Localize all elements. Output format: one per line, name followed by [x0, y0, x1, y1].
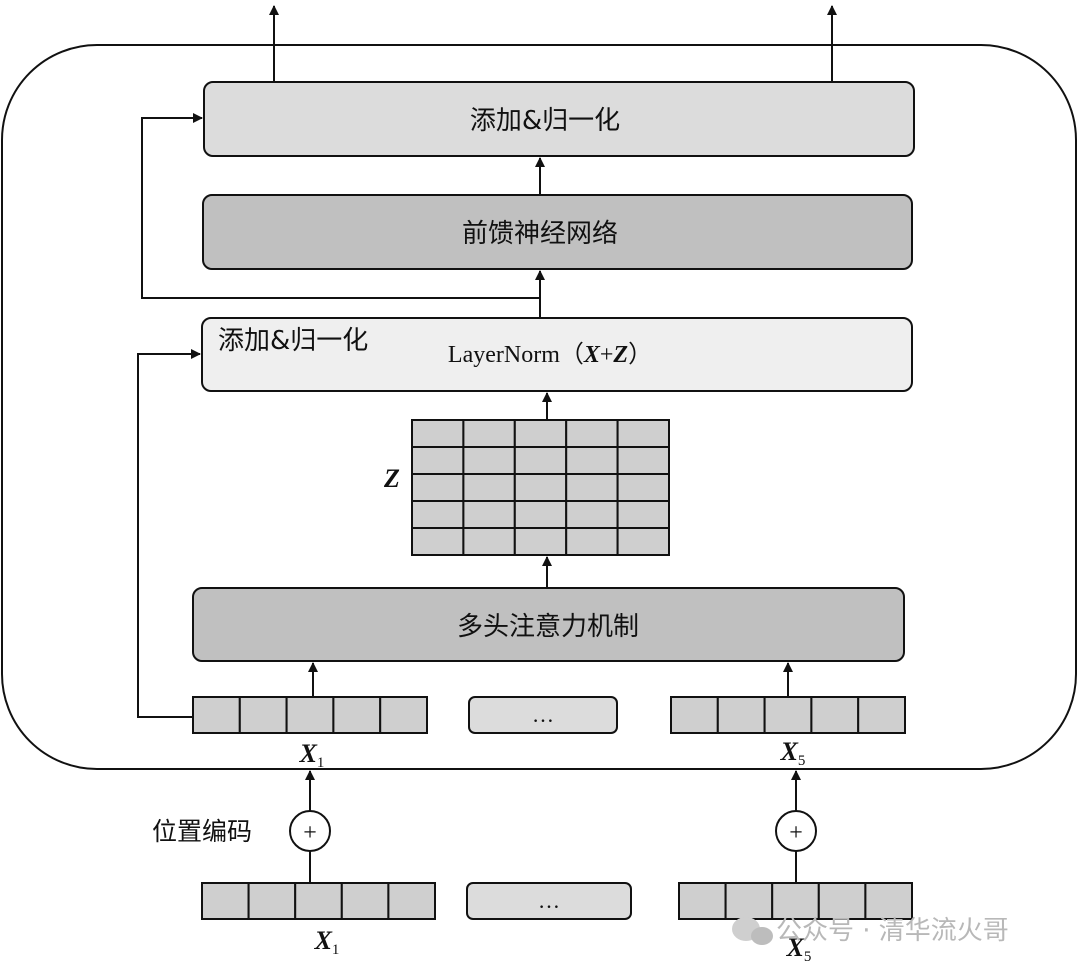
z-matrix-cell [565, 419, 619, 448]
vector-cell [238, 696, 288, 734]
add-norm-top-label: 添加&归一化 [470, 106, 620, 136]
z-matrix-cell [565, 473, 619, 502]
z-matrix-cell [616, 527, 670, 556]
add-norm-mid-block [201, 317, 913, 392]
vector-cell [817, 882, 867, 920]
z-matrix-cell [565, 446, 619, 475]
z-matrix-cell [616, 473, 670, 502]
z-matrix-cell [462, 473, 516, 502]
z-matrix-cell [411, 473, 465, 502]
vector-cell [332, 696, 382, 734]
vector-cell [192, 696, 241, 734]
attention-label: 多头注意力机制 [457, 612, 639, 642]
z-matrix-cell [462, 419, 516, 448]
inner-ellipsis: … [532, 702, 554, 727]
z-matrix-cell [411, 446, 465, 475]
watermark: 公众号 · 清华流火哥 [732, 916, 1009, 946]
outer-ellipsis-box [466, 882, 632, 920]
vector-cell [716, 696, 766, 734]
z-matrix-cell [616, 419, 670, 448]
residual-ffn [141, 113, 540, 299]
vector-cell [285, 696, 335, 734]
residual-attention [137, 349, 201, 718]
plus-right-symbol: + [789, 820, 803, 846]
outer-label-x5: X5 [786, 933, 812, 965]
vector-cell [294, 882, 343, 920]
z-matrix-cell [513, 419, 568, 448]
z-matrix-cell [513, 446, 568, 475]
vector-cell [340, 882, 390, 920]
z-matrix [411, 419, 670, 556]
layernorm-formula: LayerNorm（X+Z） [448, 342, 652, 368]
inner-vector-x1 [192, 696, 429, 734]
vector-cell [810, 696, 860, 734]
z-matrix-cell [513, 527, 568, 556]
outer-vector-x5 [678, 882, 914, 920]
inner-label-x5: X5 [780, 737, 806, 769]
z-matrix-cell [565, 500, 619, 529]
vector-cell [201, 882, 250, 920]
vector-cell [379, 696, 429, 734]
z-matrix-cell [462, 500, 516, 529]
vector-cell [724, 882, 774, 920]
inner-vector-x5 [670, 696, 907, 734]
vector-cell [670, 696, 719, 734]
z-matrix-cell [513, 500, 568, 529]
vector-cell [247, 882, 297, 920]
ffn-block [202, 194, 913, 270]
vector-cell [771, 882, 820, 920]
inner-ellipsis-box [468, 696, 618, 734]
z-matrix-label: Z [383, 464, 400, 493]
vector-cell [678, 882, 727, 920]
ffn-label: 前馈神经网络 [462, 219, 618, 249]
z-matrix-cell [462, 446, 516, 475]
plus-left-symbol: + [303, 820, 317, 846]
vector-cell [864, 882, 914, 920]
vector-cell [763, 696, 813, 734]
inner-label-x1: X1 [299, 739, 325, 771]
z-matrix-cell [411, 500, 465, 529]
add-norm-top-block [203, 81, 915, 157]
z-matrix-cell [616, 500, 670, 529]
encoder-frame [1, 44, 1077, 770]
outer-vector-x1 [201, 882, 436, 920]
z-matrix-cell [513, 473, 568, 502]
z-matrix-cell [462, 527, 516, 556]
z-matrix-cell [565, 527, 619, 556]
z-matrix-cell [411, 419, 465, 448]
z-matrix-cell [616, 446, 670, 475]
vector-cell [857, 696, 907, 734]
outer-ellipsis: … [538, 888, 560, 913]
attention-block [192, 587, 905, 662]
z-matrix-cell [411, 527, 465, 556]
outer-label-x1: X1 [314, 926, 340, 958]
add-norm-mid-label: 添加&归一化 [218, 326, 368, 356]
vector-cell [387, 882, 436, 920]
wechat-icon-small [751, 927, 773, 945]
watermark-text: 公众号 · 清华流火哥 [776, 916, 1009, 946]
positional-encoding-label: 位置编码 [152, 817, 252, 846]
